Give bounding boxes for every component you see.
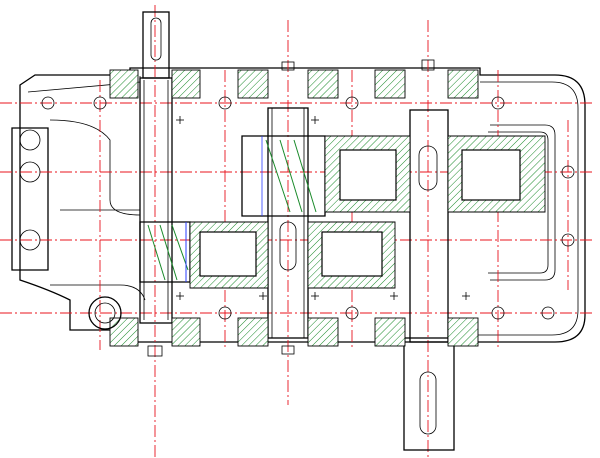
output-shaft [403, 109, 455, 451]
centerlines [0, 5, 595, 458]
bearings [109, 69, 479, 347]
input-pinion [139, 221, 191, 283]
intermediate-pinion [241, 135, 326, 217]
top-lugs [147, 59, 435, 357]
left-end-cover [11, 119, 146, 301]
input-shaft [139, 11, 173, 324]
bolts [19, 96, 575, 330]
crosshair-markers [176, 116, 470, 300]
output-gear [324, 135, 546, 213]
intermediate-large-gear [189, 221, 396, 289]
